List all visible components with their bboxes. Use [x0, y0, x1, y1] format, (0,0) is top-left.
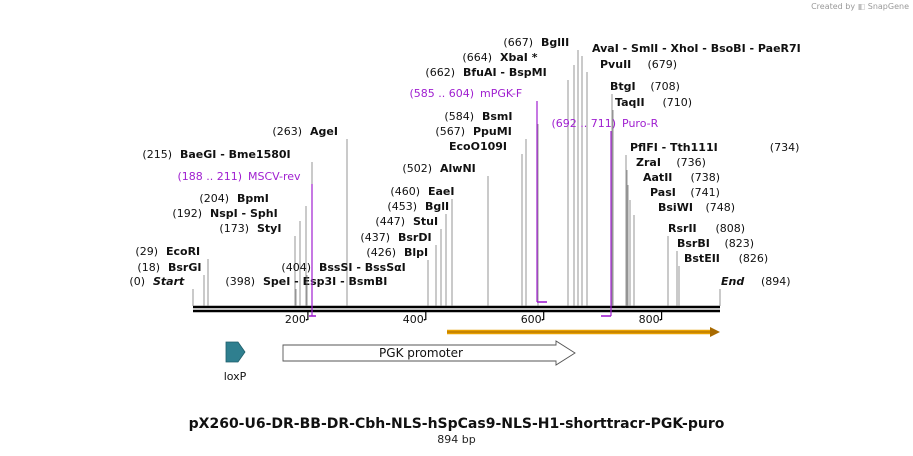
- site-position: (173): [219, 222, 249, 235]
- site-name: Start: [153, 275, 185, 288]
- site-name: EcoRI: [166, 245, 200, 258]
- site-name: TaqII: [615, 96, 645, 109]
- site-position: (741): [690, 186, 720, 199]
- ruler-tick-dot: [305, 319, 308, 321]
- site-position: (679): [648, 58, 678, 71]
- loxp-arrow: [225, 341, 246, 363]
- primer-name: MSCV-rev: [248, 170, 301, 183]
- site-position: (823): [725, 237, 755, 250]
- site-name: PpuMI: [473, 125, 512, 138]
- site-name: ZraI: [636, 156, 661, 169]
- primer-range: (585 .. 604): [409, 87, 474, 100]
- primer-name: Puro-R: [622, 117, 659, 130]
- site-name: BpmI: [237, 192, 269, 205]
- site-position: (708): [650, 80, 680, 93]
- site-name: BglII: [541, 36, 569, 49]
- credit-brand: SnapGene: [867, 2, 909, 11]
- site-position: (808): [716, 222, 746, 235]
- site-name: StyI: [257, 222, 281, 235]
- ruler-tick-dot: [423, 319, 426, 321]
- site-position: (404): [281, 261, 311, 274]
- site-position: (426): [366, 246, 396, 259]
- site-position: (29): [135, 245, 158, 258]
- site-position: (826): [739, 252, 769, 265]
- site-position: (398): [225, 275, 255, 288]
- pgk-promoter-arrow: [282, 340, 576, 366]
- site-name: NspI - SphI: [210, 207, 278, 220]
- site-name: BaeGI - Bme1580I: [180, 148, 291, 161]
- primer-range: (692 .. 711): [551, 117, 616, 130]
- site-name: BtgI: [610, 80, 636, 93]
- snapgene-logo-icon: ◧: [857, 2, 866, 11]
- site-name: AvaI - SmlI - XhoI - BsoBI - PaeR7I: [592, 42, 801, 55]
- site-position: (736): [676, 156, 706, 169]
- site-position: (584): [444, 110, 474, 123]
- site-name: RsrII: [668, 222, 697, 235]
- site-name: PvuII: [600, 58, 631, 71]
- site-name: End: [721, 275, 744, 288]
- site-position: (215): [142, 148, 172, 161]
- site-position: (263): [272, 125, 302, 138]
- site-name: EaeI: [428, 185, 455, 198]
- construct-length: 894 bp: [437, 433, 476, 446]
- site-name: BglI: [425, 200, 449, 213]
- site-name: BstEII: [684, 252, 720, 265]
- site-position: (738): [691, 171, 721, 184]
- site-name: BsmI: [482, 110, 513, 123]
- primer-name: mPGK-F: [480, 87, 522, 100]
- site-position: (437): [360, 231, 390, 244]
- site-name: BsrDI: [398, 231, 432, 244]
- primer-range: (188 .. 211): [177, 170, 242, 183]
- pgk-promoter-label: PGK promoter: [379, 346, 463, 360]
- site-position: (710): [663, 96, 693, 109]
- site-position: (447): [375, 215, 405, 228]
- site-name: BsiWI: [658, 201, 693, 214]
- site-position: (204): [199, 192, 229, 205]
- site-name: StuI: [413, 215, 438, 228]
- site-name: EcoO109I: [449, 140, 507, 153]
- ruler-tick-dot: [541, 319, 544, 321]
- site-position: (894): [761, 275, 791, 288]
- site-name: AgeI: [310, 125, 338, 138]
- site-position: (460): [390, 185, 420, 198]
- ruler-tick-dot: [659, 319, 662, 321]
- site-name: BfuAI - BspMI: [463, 66, 547, 79]
- credit-text: Created by: [811, 2, 856, 11]
- site-position: (667): [503, 36, 533, 49]
- site-name: BlpI: [404, 246, 428, 259]
- site-name: AatII: [643, 171, 672, 184]
- ruler-tick-label: 800: [639, 313, 660, 326]
- site-name: PasI: [650, 186, 676, 199]
- ruler-tick-label: 400: [403, 313, 424, 326]
- site-name: AlwNI: [440, 162, 476, 175]
- site-position: (18): [137, 261, 160, 274]
- site-name: XbaI *: [500, 51, 538, 64]
- site-name: BsrBI: [677, 237, 710, 250]
- credit: Created by ◧ SnapGene: [811, 2, 909, 11]
- ruler-tick-label: 200: [285, 313, 306, 326]
- site-position: (662): [425, 66, 455, 79]
- site-position: (453): [387, 200, 417, 213]
- site-position: (567): [435, 125, 465, 138]
- site-name: BsrGI: [168, 261, 201, 274]
- site-position: (748): [706, 201, 736, 214]
- orf-arrowhead: [710, 327, 720, 337]
- site-name: BssSI - BssSαI: [319, 261, 406, 274]
- site-position: (664): [462, 51, 492, 64]
- construct-title: pX260-U6-DR-BB-DR-Cbh-NLS-hSpCas9-NLS-H1…: [188, 416, 725, 432]
- site-position: (734): [770, 141, 800, 154]
- site-position: (0): [129, 275, 145, 288]
- site-position: (192): [172, 207, 202, 220]
- site-position: (502): [402, 162, 432, 175]
- site-name: SpeI - Esp3I - BsmBI: [263, 275, 387, 288]
- site-name: PflFI - Tth111I: [630, 141, 718, 154]
- ruler-tick-label: 600: [521, 313, 542, 326]
- loxp-label: loxP: [224, 370, 247, 383]
